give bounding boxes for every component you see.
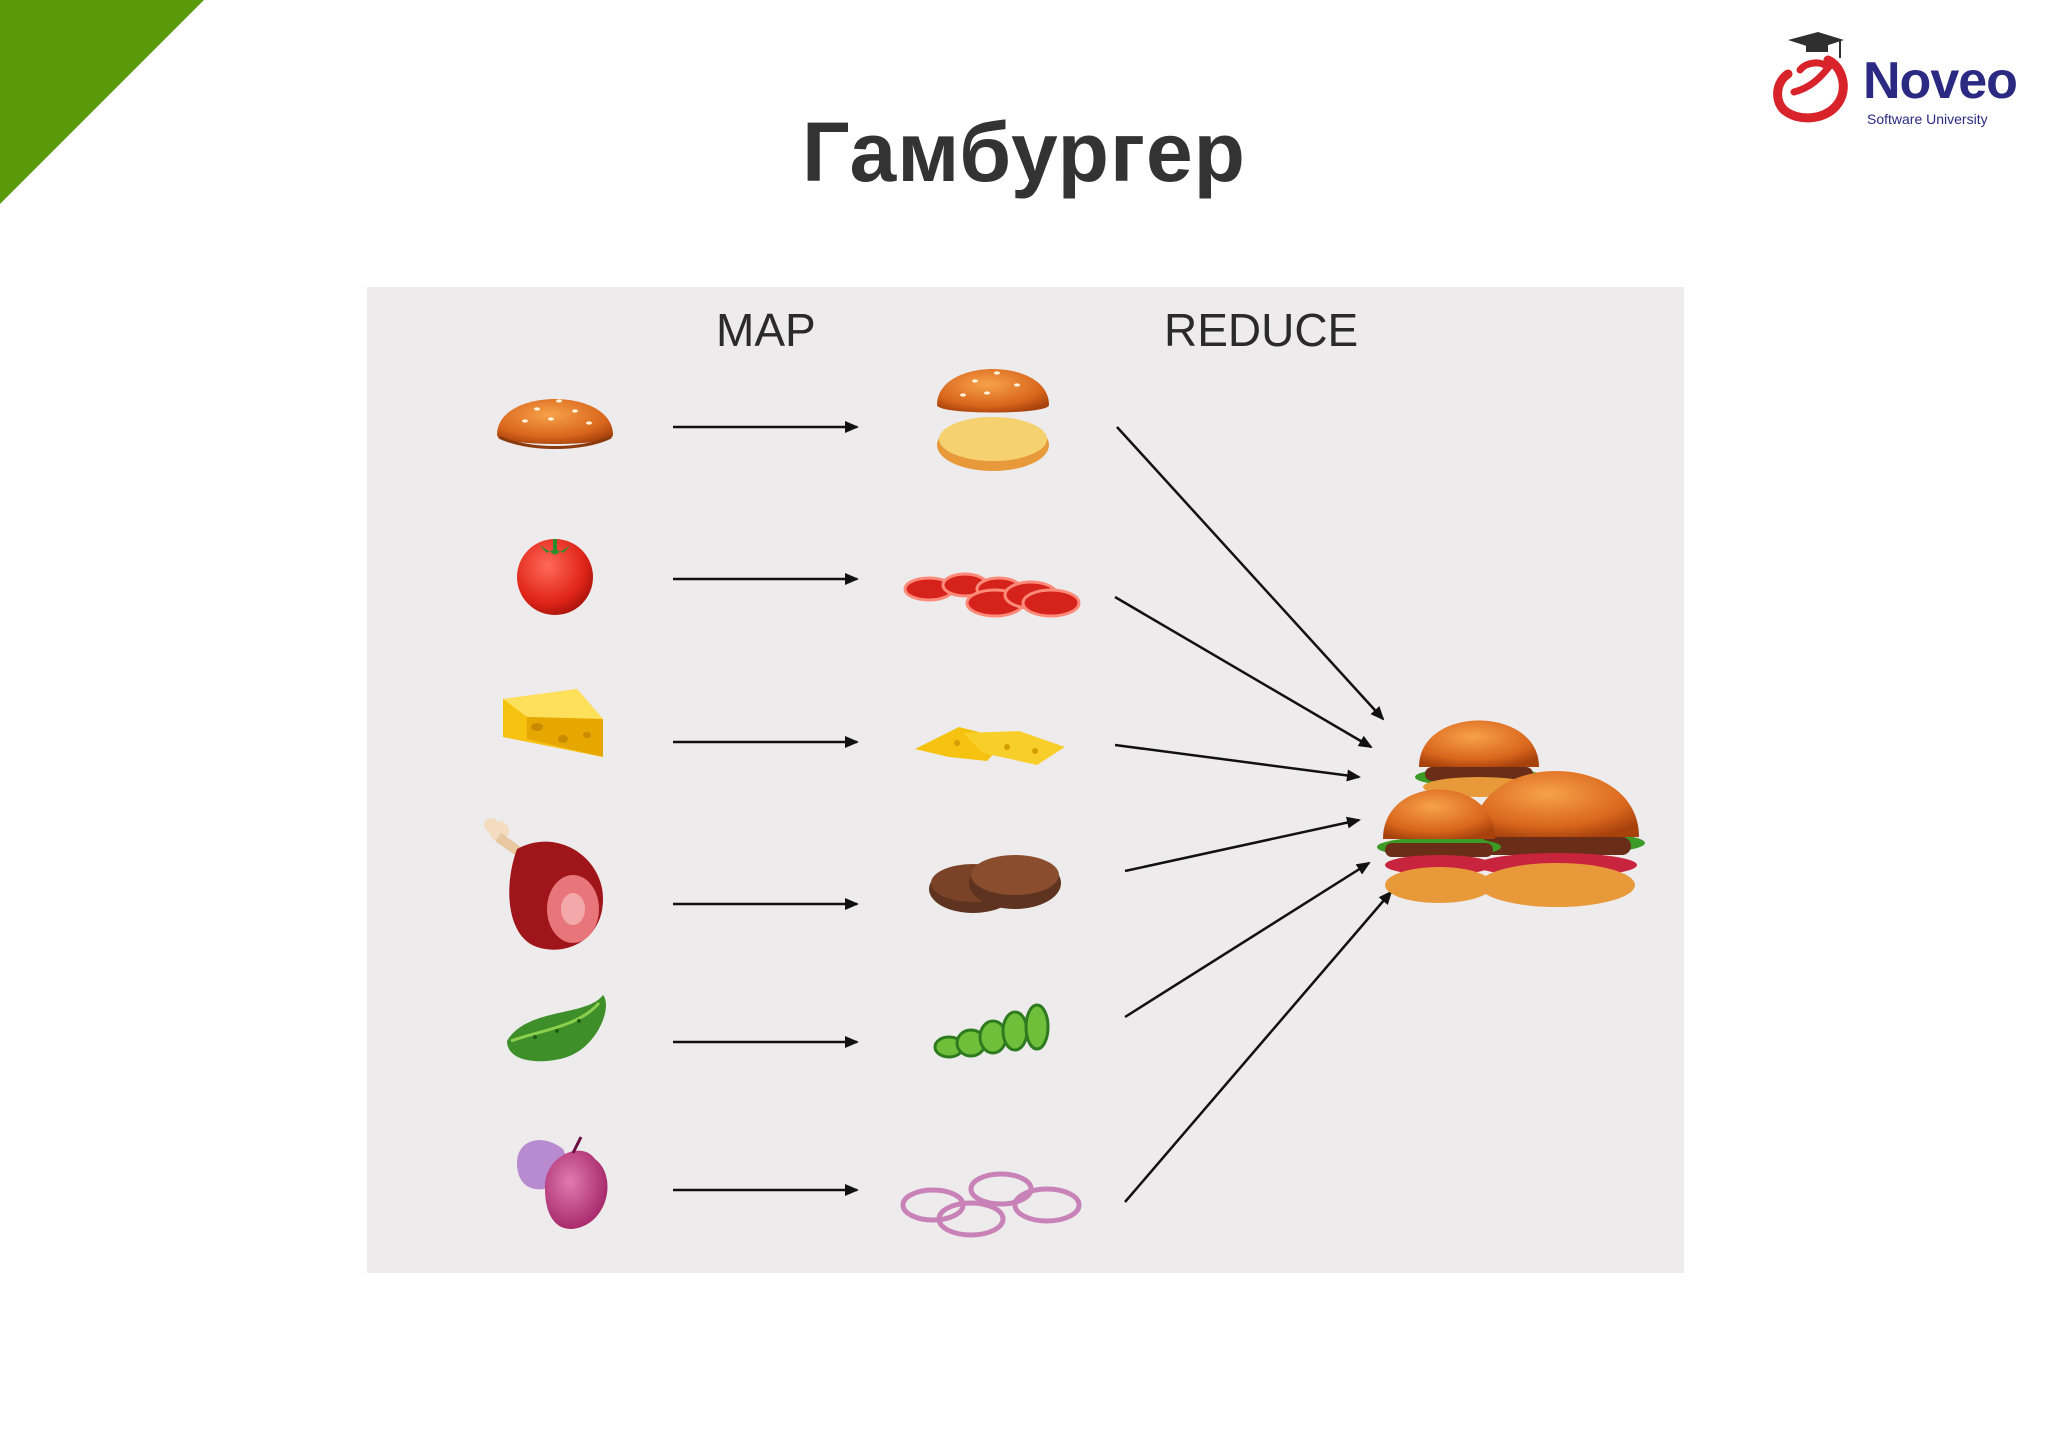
ham-icon <box>484 818 603 950</box>
logo-mark-icon <box>1773 32 1848 123</box>
onion-rings-icon <box>900 1171 1082 1238</box>
cheese-icon <box>503 689 603 757</box>
cucumber-icon <box>507 995 606 1062</box>
reduce-arrow-4 <box>1124 816 1361 873</box>
reduce-arrow-6 <box>1124 890 1393 1203</box>
map-arrows <box>673 421 859 1196</box>
burgers-icon <box>1377 720 1645 907</box>
reduce-arrow-2 <box>1114 595 1373 749</box>
page-title: Гамбургер <box>802 105 1246 199</box>
sliced-bun-icon <box>937 369 1049 471</box>
onion-icon <box>517 1136 608 1229</box>
map-reduce-diagram <box>484 369 1645 1238</box>
reduce-arrow-5 <box>1124 861 1371 1019</box>
tomato-icon <box>517 539 593 615</box>
burger-left-icon <box>1377 789 1501 903</box>
cucumber-slices-icon <box>933 1003 1050 1059</box>
reduce-label: REDUCE <box>1164 304 1359 356</box>
reduce-arrow-3 <box>1114 743 1361 782</box>
bun-icon <box>497 399 613 449</box>
noveo-logo: Noveo Software University <box>1770 30 2030 140</box>
reduce-arrow-1 <box>1116 426 1385 721</box>
map-label: MAP <box>716 304 816 356</box>
cheese-slices-icon <box>915 727 1065 765</box>
tomato-slices-icon <box>903 572 1081 618</box>
burger-right-icon <box>1469 771 1645 907</box>
diagram-panel: MAP REDUCE <box>367 287 1684 1273</box>
patties-icon <box>929 855 1061 913</box>
logo-name: Noveo <box>1863 52 2018 110</box>
corner-accent <box>0 0 204 204</box>
reduce-arrows <box>1114 426 1393 1203</box>
logo-subtitle: Software University <box>1867 111 1988 127</box>
